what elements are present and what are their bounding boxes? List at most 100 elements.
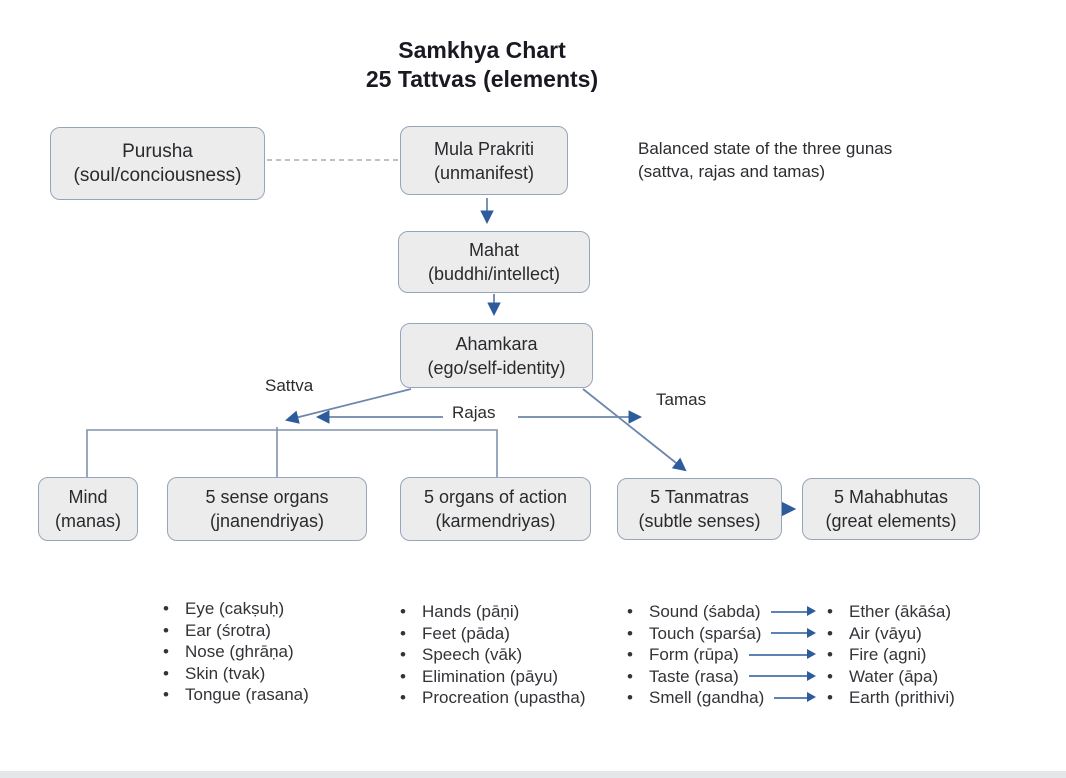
list-item-label: Touch (sparśa)	[649, 623, 762, 643]
bullet-icon: •	[627, 688, 633, 707]
list-item-label: Ear (śrotra)	[185, 620, 271, 640]
node-mind-name: Mind	[68, 487, 108, 507]
label-tamas: Tamas	[656, 390, 707, 409]
bullet-icon: •	[627, 602, 633, 621]
gunas-annotation-line2: (sattva, rajas and tamas)	[638, 162, 826, 181]
node-mula-prakriti-subtitle: (unmanifest)	[433, 162, 535, 183]
horizontal-scrollbar-track[interactable]	[0, 771, 1066, 778]
bullet-icon: •	[827, 666, 833, 686]
list-item: • Nose (ghrāṇa)	[163, 641, 309, 663]
page-title-line2: 25 Tattvas (elements)	[365, 66, 599, 92]
node-mind-subtitle: (manas)	[54, 511, 121, 531]
list-item: • Skin (tvak)	[163, 663, 309, 685]
list-item: • Water (āpa)	[827, 666, 955, 688]
node-ahamkara-subtitle: (ego/self-identity)	[427, 357, 566, 378]
bullet-icon: •	[163, 663, 169, 683]
list-item-label: Eye (cakṣuḥ)	[185, 599, 285, 618]
node-mahabhutas-subtitle: (great elements)	[825, 511, 957, 531]
list-item-label: Feet (pāda)	[422, 623, 510, 643]
bullet-icon: •	[627, 645, 633, 664]
list-item-label: Earth (prithivi)	[849, 688, 955, 707]
right-arrow-icon	[770, 606, 817, 617]
list-item-label: Form (rūpa)	[649, 645, 739, 664]
label-rajas: Rajas	[452, 403, 496, 422]
node-mahat-subtitle: (buddhi/intellect)	[427, 264, 561, 284]
list-item-label: Sound (śabda)	[649, 602, 761, 621]
node-purusha-name: Purusha	[122, 140, 193, 162]
bullet-icon: •	[827, 602, 833, 621]
bullet-icon: •	[827, 645, 833, 664]
list-item: • Form (rūpa)	[627, 644, 819, 666]
list-item: • Ether (ākāśa)	[827, 601, 955, 623]
node-mula-prakriti: Mula Prakriti (unmanifest)	[400, 126, 568, 195]
list-item: • Hands (pāṇi)	[400, 601, 585, 623]
page-title-line1: Samkhya Chart	[398, 37, 566, 63]
node-tanmatras-name: 5 Tanmatras	[650, 487, 749, 507]
list-item: • Feet (pāda)	[400, 623, 585, 645]
list-item: • Fire (agni)	[827, 644, 955, 666]
list-item-label: Hands (pāṇi)	[422, 602, 520, 621]
list-item-label: Water (āpa)	[849, 666, 939, 686]
right-arrow-icon	[774, 692, 816, 703]
list-item-label: Procreation (upastha)	[422, 688, 586, 707]
node-sense-organs: 5 sense organs (jnanendriyas)	[167, 477, 367, 541]
jnanendriya-list: • Eye (cakṣuḥ) • Ear (śrotra) • Nose (gh…	[163, 598, 309, 706]
node-organs-of-action-name: 5 organs of action	[423, 487, 568, 507]
bullet-icon: •	[163, 599, 169, 618]
list-item-label: Nose (ghrāṇa)	[185, 642, 294, 661]
bullet-icon: •	[400, 688, 406, 707]
list-item-label: Ether (ākāśa)	[849, 602, 952, 621]
list-item-label: Elimination (pāyu)	[422, 666, 559, 686]
list-item: • Speech (vāk)	[400, 644, 585, 666]
node-mahat: Mahat (buddhi/intellect)	[398, 231, 590, 293]
list-item-label: Taste (rasa)	[649, 666, 739, 686]
list-item-label: Skin (tvak)	[185, 663, 266, 683]
right-arrow-icon	[771, 627, 816, 638]
list-item-label: Speech (vāk)	[422, 645, 523, 664]
gunas-annotation-line1: Balanced state of the three gunas	[638, 139, 893, 158]
list-item: • Ear (śrotra)	[163, 620, 309, 642]
gunas-annotation: Balanced state of the three gunas (sattv…	[638, 137, 892, 183]
page-title: Samkhya Chart 25 Tattvas (elements)	[212, 36, 752, 94]
node-sense-organs-subtitle: (jnanendriyas)	[209, 511, 325, 531]
node-tanmatras-subtitle: (subtle senses)	[638, 511, 761, 531]
list-item-label: Smell (gandha)	[649, 688, 765, 707]
label-sattva: Sattva	[265, 376, 314, 395]
list-item: • Touch (sparśa)	[627, 623, 819, 645]
bullet-icon: •	[163, 685, 169, 704]
node-mahabhutas: 5 Mahabhutas (great elements)	[802, 478, 980, 540]
bullet-icon: •	[827, 688, 833, 707]
tanmatra-list: • Sound (śabda) • Touch (sparśa) • Form …	[627, 601, 819, 709]
bullet-icon: •	[627, 666, 633, 686]
bullet-icon: •	[400, 645, 406, 664]
bullet-icon: •	[400, 602, 406, 621]
list-item: • Smell (gandha)	[627, 687, 819, 709]
list-item: • Sound (śabda)	[627, 601, 819, 623]
bullet-icon: •	[827, 623, 833, 643]
node-mahat-name: Mahat	[468, 240, 520, 260]
list-item: • Tongue (rasana)	[163, 684, 309, 706]
node-mahabhutas-name: 5 Mahabhutas	[833, 487, 949, 507]
node-purusha: Purusha (soul/conciousness)	[50, 127, 265, 200]
right-arrow-icon	[748, 670, 817, 681]
bullet-icon: •	[627, 623, 633, 643]
list-item-label: Tongue (rasana)	[185, 685, 309, 704]
bullet-icon: •	[400, 666, 406, 686]
bullet-icon: •	[163, 642, 169, 661]
node-mula-prakriti-name: Mula Prakriti	[433, 138, 535, 159]
list-item-label: Fire (agni)	[849, 645, 927, 664]
node-ahamkara-name: Ahamkara	[455, 333, 538, 354]
node-tanmatras: 5 Tanmatras (subtle senses)	[617, 478, 782, 540]
node-purusha-subtitle: (soul/conciousness)	[73, 164, 242, 186]
node-organs-of-action-subtitle: (karmendriyas)	[435, 511, 556, 531]
list-item: • Elimination (pāyu)	[400, 666, 585, 688]
bullet-icon: •	[400, 623, 406, 643]
right-arrow-icon	[748, 649, 817, 660]
karmendriya-list: • Hands (pāṇi) • Feet (pāda) • Speech (v…	[400, 601, 585, 709]
list-item: • Procreation (upastha)	[400, 687, 585, 709]
node-sense-organs-name: 5 sense organs	[205, 487, 329, 507]
list-item-label: Air (vāyu)	[849, 623, 922, 643]
list-item: • Air (vāyu)	[827, 623, 955, 645]
arrow-sattva-diagonal	[285, 388, 412, 424]
